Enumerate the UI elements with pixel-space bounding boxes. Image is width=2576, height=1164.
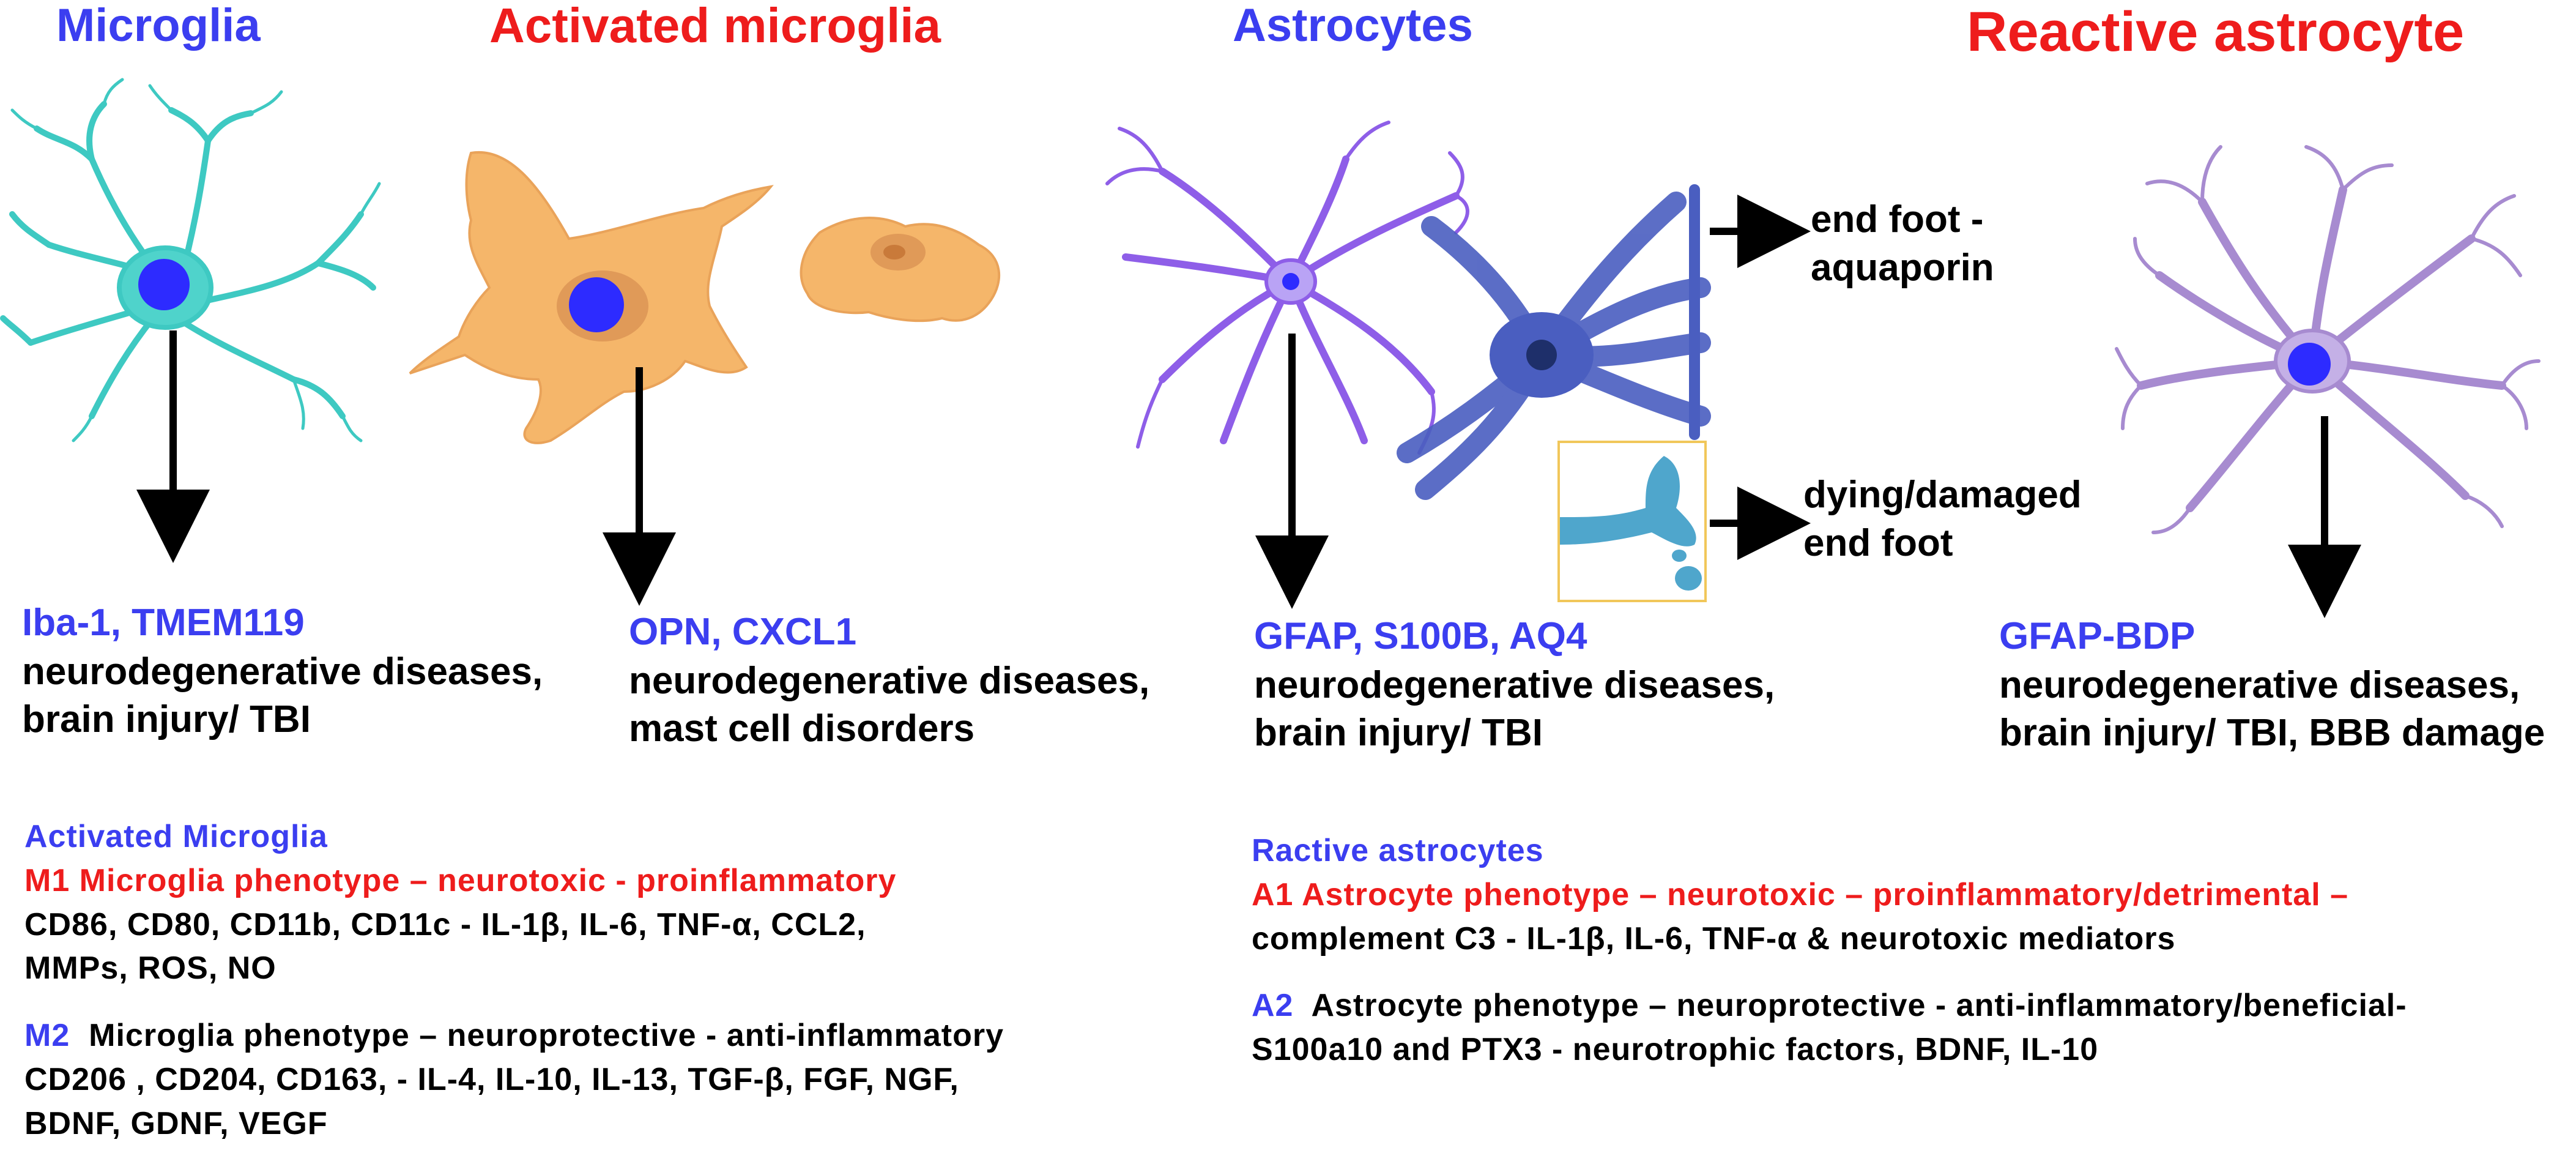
damaged-endfoot-shape xyxy=(1560,456,1696,547)
a2-markers: S100a10 and PTX3 - neurotrophic factors,… xyxy=(1252,1032,2099,1067)
m2-title: M2 Microglia phenotype – neuroprotective… xyxy=(24,1018,1004,1053)
a1-title: A1 Astrocyte phenotype – neurotoxic – pr… xyxy=(1252,876,2349,912)
panel-markers: GFAP-BDP xyxy=(1999,615,2196,657)
title-astrocytes: Astrocytes xyxy=(1233,0,1473,51)
panel-diseases: neurodegenerative diseases, xyxy=(1254,663,1775,706)
panel-diseases: mast cell disorders xyxy=(629,707,975,750)
title-reactive-astrocyte: Reactive astrocyte xyxy=(1967,1,2465,63)
aquaporin-label: end foot - aquaporin xyxy=(1811,198,1994,289)
title-activated-microglia: Activated microglia xyxy=(489,0,941,53)
panel-diseases: neurodegenerative diseases, xyxy=(629,659,1150,702)
panel-diseases: brain injury/ TBI xyxy=(1254,712,1543,755)
m2-tag: M2 xyxy=(24,1018,70,1053)
notes-heading: Activated Microglia xyxy=(24,819,328,854)
endfoot-cell-nucleus xyxy=(1526,340,1557,370)
panel-markers: OPN, CXCL1 xyxy=(629,611,857,653)
panel-diseases: brain injury/ TBI, BBB damage xyxy=(1999,712,2545,755)
notes-heading: Ractive astrocytes xyxy=(1252,833,1544,868)
panel-astrocytes-text: GFAP, S100B, AQ4 neurodegenerative disea… xyxy=(1254,612,1775,758)
reactive-astrocyte-nucleus xyxy=(2288,343,2331,386)
damaged-endfoot-label: dying/damaged end foot xyxy=(1803,474,2082,564)
panel-activated-microglia-text: OPN, CXCL1 neurodegenerative diseases, m… xyxy=(629,608,1149,753)
astrocyte-nucleus xyxy=(1282,273,1299,290)
panel-diseases: neurodegenerative diseases, xyxy=(22,650,543,693)
panel-markers: GFAP, S100B, AQ4 xyxy=(1254,615,1587,657)
astrocyte-phenotype-notes: Ractive astrocytes A1 Astrocyte phenotyp… xyxy=(1252,829,2407,1072)
a1-markers: complement C3 - IL-1β, IL-6, TNF-α & neu… xyxy=(1252,920,2176,957)
m1-markers: MMPs, ROS, NO xyxy=(24,950,277,987)
panel-reactive-astrocyte-text: GFAP-BDP neurodegenerative diseases, bra… xyxy=(1999,612,2545,758)
m1-markers: CD86, CD80, CD11b, CD11c - IL-1β, IL-6, … xyxy=(24,906,866,942)
damaged-endfoot-inset xyxy=(1557,441,1707,602)
activated-microglia-nucleus xyxy=(569,277,624,332)
m1-title: M1 Microglia phenotype – neurotoxic - pr… xyxy=(24,862,897,898)
panel-diseases: neurodegenerative diseases, xyxy=(1999,663,2520,706)
m2-markers: BDNF, GDNF, VEGF xyxy=(24,1105,328,1141)
m2-markers: CD206 , CD204, CD163, - IL-4, IL-10, IL-… xyxy=(24,1061,959,1097)
a2-title: A2 Astrocyte phenotype – neuroprotective… xyxy=(1252,988,2407,1024)
title-microglia: Microglia xyxy=(56,0,261,51)
microglia-nucleus xyxy=(138,259,190,310)
astrocyte-cell-illustration xyxy=(1105,121,1469,455)
panel-markers: Iba-1, TMEM119 xyxy=(22,602,305,644)
microglia-phenotype-notes: Activated Microglia M1 Microglia phenoty… xyxy=(24,815,1004,1146)
a2-tag: A2 xyxy=(1252,988,1294,1024)
microglia-cell-illustration xyxy=(0,78,381,442)
panel-diseases: brain injury/ TBI xyxy=(22,698,311,741)
panel-microglia-text: Iba-1, TMEM119 neurodegenerative disease… xyxy=(22,599,543,744)
